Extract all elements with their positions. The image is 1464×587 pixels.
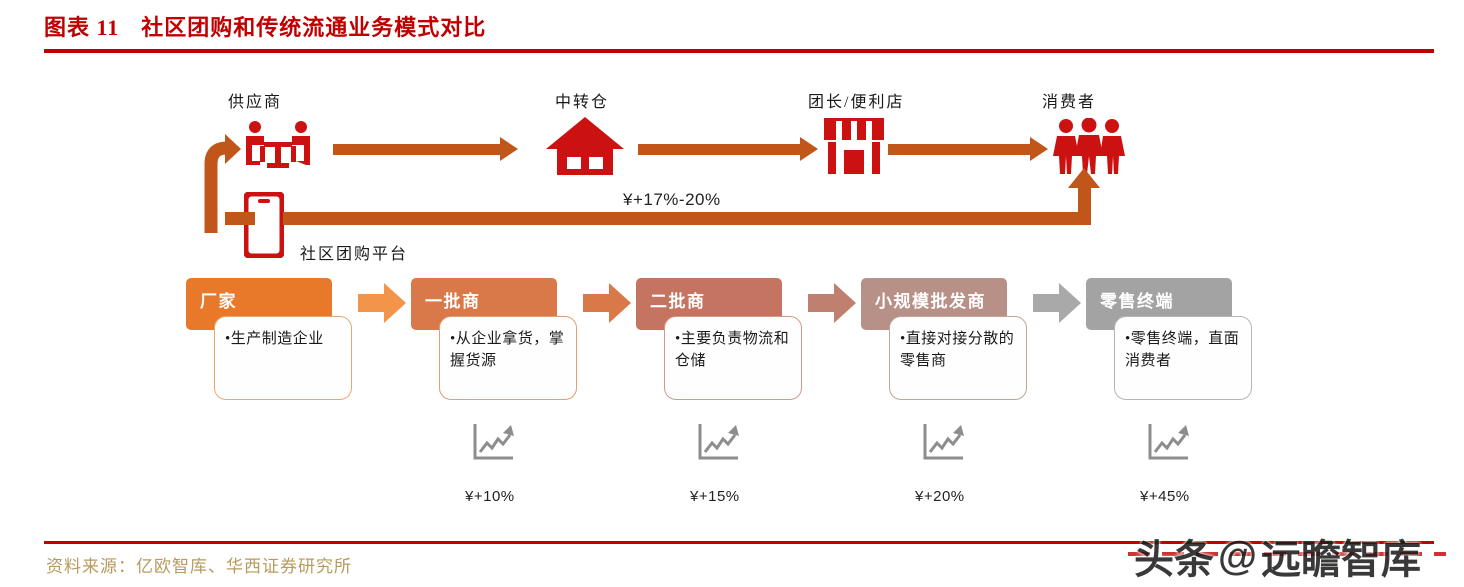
markup-label-1: ¥+10%	[465, 488, 515, 505]
chain-arrow-3	[808, 283, 856, 323]
platform-label: 社区团购平台	[300, 246, 409, 263]
trend-up-chart-icon	[471, 422, 517, 469]
markup-label-4: ¥+45%	[1140, 488, 1190, 505]
flow-arrow-supplier-to-warehouse	[333, 137, 518, 161]
top-node-label-consumer: 消费者	[1042, 94, 1097, 111]
markup-label-3: ¥+20%	[915, 488, 965, 505]
storefront-icon	[824, 118, 884, 179]
chain-node-desc-text: 零售终端，直面消费者	[1125, 331, 1240, 369]
watermark-account: 远瞻智库	[1261, 538, 1422, 582]
platform-return-stub	[225, 212, 255, 225]
trend-up-chart-icon	[921, 422, 967, 469]
top-node-label-supplier: 供应商	[228, 94, 283, 111]
chain-arrow-2	[583, 283, 631, 323]
people-meeting-icon	[238, 120, 318, 177]
top-node-label-groupleader: 团长/便利店	[808, 94, 905, 111]
title-divider	[44, 49, 1434, 53]
chain-node-desc-text: 主要负责物流和仓储	[675, 331, 790, 369]
platform-return-riser	[1078, 185, 1091, 225]
flow-arrow-warehouse-to-groupleader	[638, 137, 818, 161]
chain-arrow-4	[1033, 283, 1081, 323]
watermark-brand: 头条	[1134, 538, 1214, 582]
chain-node-desc: •主要负责物流和仓储	[664, 316, 802, 400]
page-title: 图表 11 社区团购和传统流通业务模式对比	[44, 10, 486, 42]
watermark-dash-line	[1128, 552, 1446, 556]
chain-node-desc-text: 生产制造企业	[230, 331, 324, 347]
bullet-marker: •	[1125, 331, 1131, 347]
footer-divider	[44, 541, 1434, 544]
chain-node-desc: •零售终端，直面消费者	[1114, 316, 1252, 400]
chain-node-desc: •生产制造企业	[214, 316, 352, 400]
warehouse-house-icon	[546, 117, 624, 180]
trend-up-chart-icon	[1146, 422, 1192, 469]
figure-number: 图表 11	[44, 15, 120, 40]
chain-node-desc: •从企业拿货，掌握货源	[439, 316, 577, 400]
people-group-icon	[1053, 117, 1125, 179]
platform-return-bar	[283, 212, 1083, 225]
bullet-marker: •	[225, 331, 231, 347]
trend-up-chart-icon	[696, 422, 742, 469]
smartphone-icon	[242, 190, 286, 263]
chain-node-desc-text: 从企业拿货，掌握货源	[450, 331, 565, 369]
top-node-label-warehouse: 中转仓	[555, 94, 610, 111]
top-markup-label: ¥+17%-20%	[623, 190, 721, 209]
chain-node-desc: •直接对接分散的零售商	[889, 316, 1027, 400]
chain-arrow-1	[358, 283, 406, 323]
bullet-marker: •	[900, 331, 906, 347]
watermark-at-icon: @	[1218, 533, 1258, 578]
source-note: 资料来源：亿欧智库、华西证券研究所	[46, 557, 352, 576]
markup-label-2: ¥+15%	[690, 488, 740, 505]
bullet-marker: •	[450, 331, 456, 347]
chain-node-desc-text: 直接对接分散的零售商	[900, 331, 1015, 369]
figure-title-text: 社区团购和传统流通业务模式对比	[141, 15, 487, 40]
watermark: 头条 @ 远瞻智库	[1134, 527, 1421, 585]
flow-arrow-groupleader-to-consumer	[888, 137, 1048, 161]
bullet-marker: •	[675, 331, 681, 347]
platform-return-arrowhead	[1068, 168, 1100, 188]
